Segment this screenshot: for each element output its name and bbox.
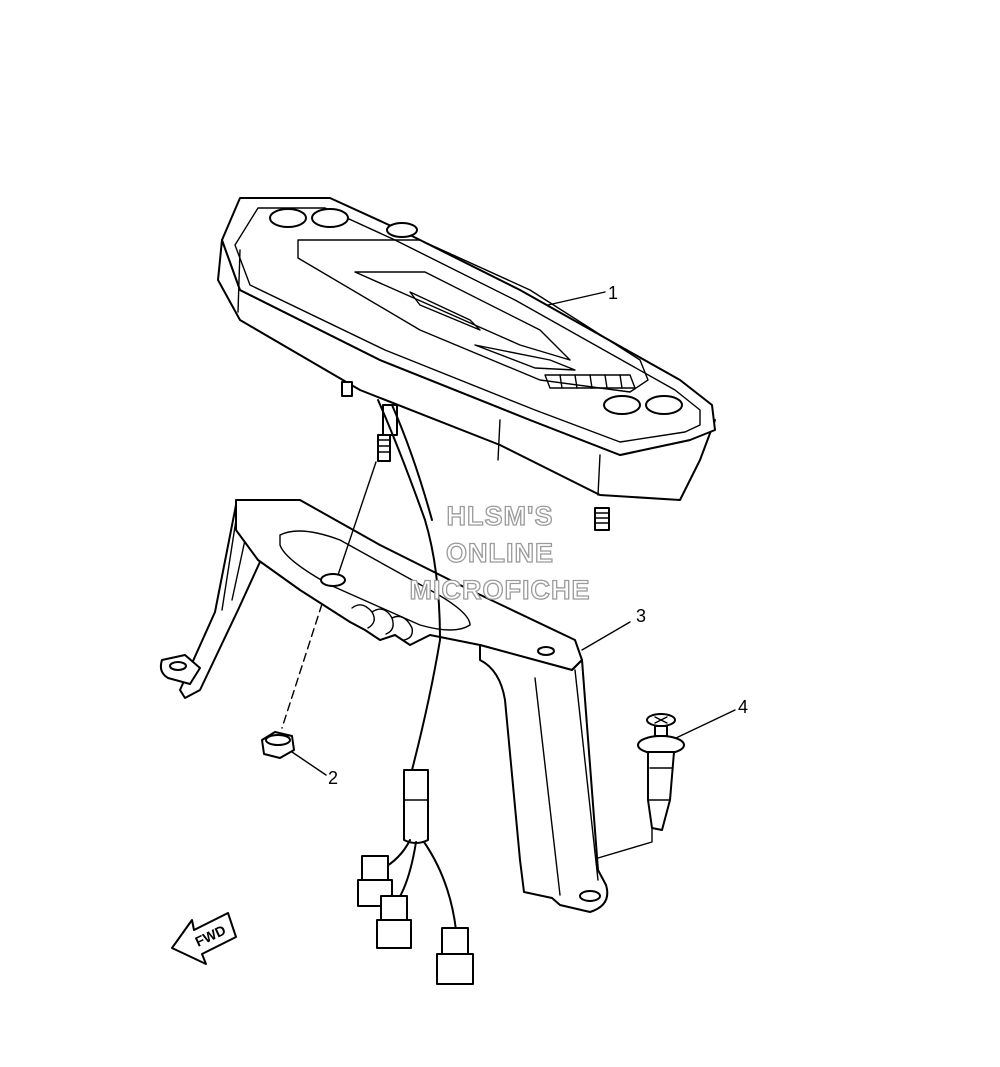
watermark-line-1: HLSM'S (447, 501, 554, 531)
forward-direction-arrow: FWD (171, 912, 237, 965)
meter-assembly (217, 197, 716, 531)
rivet (637, 713, 685, 831)
meter-bracket (159, 499, 609, 913)
nut (261, 731, 295, 759)
wire-harness (357, 399, 474, 985)
callout-2: 2 (328, 768, 338, 788)
watermark-line-3: MICROFICHE (410, 575, 591, 605)
watermark: HLSM'S ONLINE MICROFICHE (409, 500, 591, 605)
callout-4: 4 (738, 697, 748, 717)
watermark-line-2: ONLINE (446, 538, 554, 568)
leader-lines (291, 291, 736, 776)
callout-3: 3 (636, 606, 646, 626)
callout-1: 1 (608, 283, 618, 303)
